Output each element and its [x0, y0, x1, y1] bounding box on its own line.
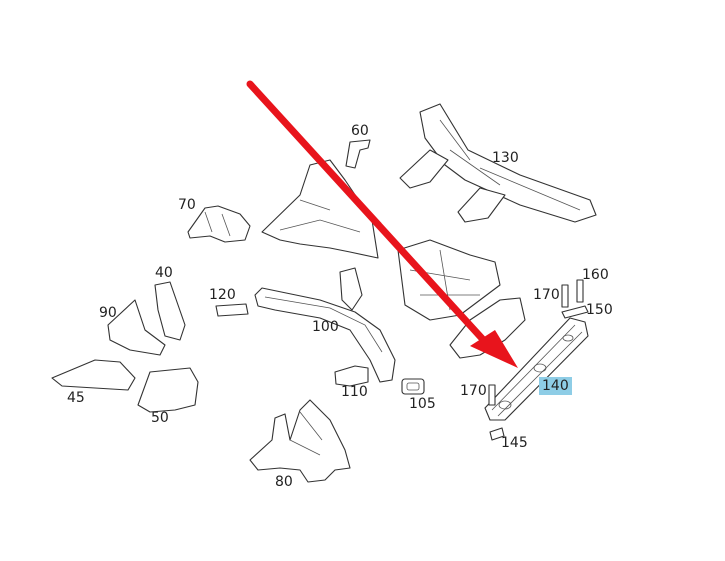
label-part-80: 80 [275, 474, 293, 490]
label-part-160: 160 [582, 267, 609, 283]
callout-arrow [246, 80, 518, 368]
label-part-140-highlighted: 140 [539, 377, 572, 395]
label-part-50: 50 [151, 410, 169, 426]
part-90-bracket [107, 299, 166, 356]
label-part-40: 40 [155, 265, 173, 281]
label-part-105: 105 [409, 396, 436, 412]
part-wheelhouse-panel [261, 159, 526, 359]
part-45-plate [51, 359, 136, 391]
part-60-bracket [345, 139, 371, 169]
label-part-170-upper: 170 [533, 287, 560, 303]
label-part-100: 100 [312, 319, 339, 335]
part-105-plug [401, 378, 425, 395]
label-part-45: 45 [67, 390, 85, 406]
label-part-150: 150 [586, 302, 613, 318]
part-70-bracket [187, 205, 251, 243]
label-part-70: 70 [178, 197, 196, 213]
part-80-member [249, 399, 351, 483]
part-100-longitudinal-member [254, 267, 396, 383]
part-140-cross-member [484, 317, 589, 421]
part-150-bracket [561, 305, 589, 319]
label-part-120: 120 [209, 287, 236, 303]
part-50-panel [137, 367, 199, 413]
part-130-bumper-support [399, 103, 597, 223]
part-120-bracket [215, 303, 249, 317]
label-part-170-lower: 170 [460, 383, 487, 399]
part-145-bracket [489, 427, 505, 441]
label-part-60: 60 [351, 123, 369, 139]
label-part-145: 145 [501, 435, 528, 451]
label-part-110: 110 [341, 384, 368, 400]
part-110-bracket [334, 365, 369, 387]
part-170-bolt-lower [488, 384, 496, 406]
label-part-130: 130 [492, 150, 519, 166]
part-160-bolt [576, 279, 584, 303]
part-40-bracket [154, 281, 186, 341]
label-part-90: 90 [99, 305, 117, 321]
part-170-bolt-upper [561, 284, 569, 308]
